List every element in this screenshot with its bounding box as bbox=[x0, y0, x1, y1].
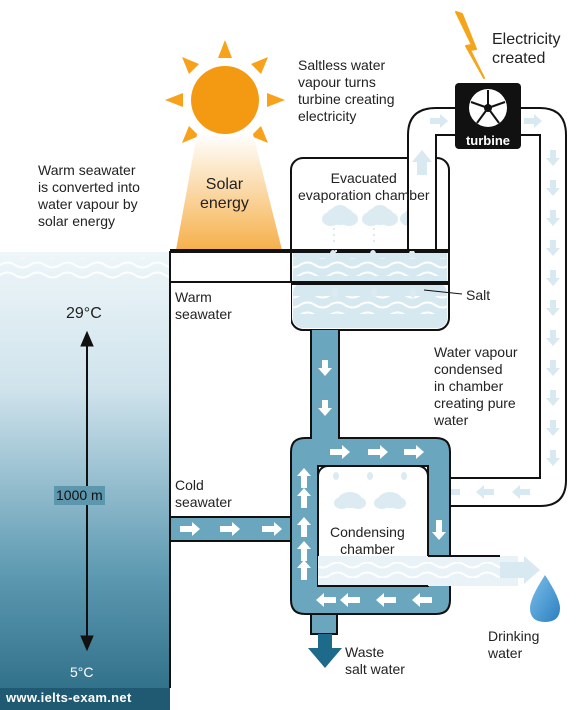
lightning-icon bbox=[455, 11, 485, 79]
waste-arrow bbox=[308, 634, 342, 668]
salt-label: Salt bbox=[466, 287, 491, 303]
watermark-bar bbox=[0, 688, 170, 710]
turbine-logo-text: turbine bbox=[466, 133, 510, 148]
sun-icon bbox=[165, 40, 285, 160]
vapour-pipe bbox=[407, 107, 567, 507]
warm-seawater-column bbox=[170, 283, 291, 688]
water-drop-icon bbox=[530, 575, 560, 622]
seawater-flow-arrows bbox=[180, 360, 446, 607]
depth-label: 1000 m bbox=[54, 486, 105, 505]
temp-top-label: 29°C bbox=[66, 305, 102, 322]
sea-waves bbox=[0, 258, 170, 280]
vapour-flow-arrows bbox=[412, 114, 560, 499]
sea bbox=[0, 252, 170, 710]
solar-beam bbox=[176, 134, 282, 250]
temp-bottom-label: 5°C bbox=[70, 664, 94, 680]
drinking-water-arrow bbox=[500, 556, 540, 584]
watermark: www.ielts-exam.net bbox=[6, 690, 132, 705]
turbine-icon bbox=[455, 83, 521, 149]
